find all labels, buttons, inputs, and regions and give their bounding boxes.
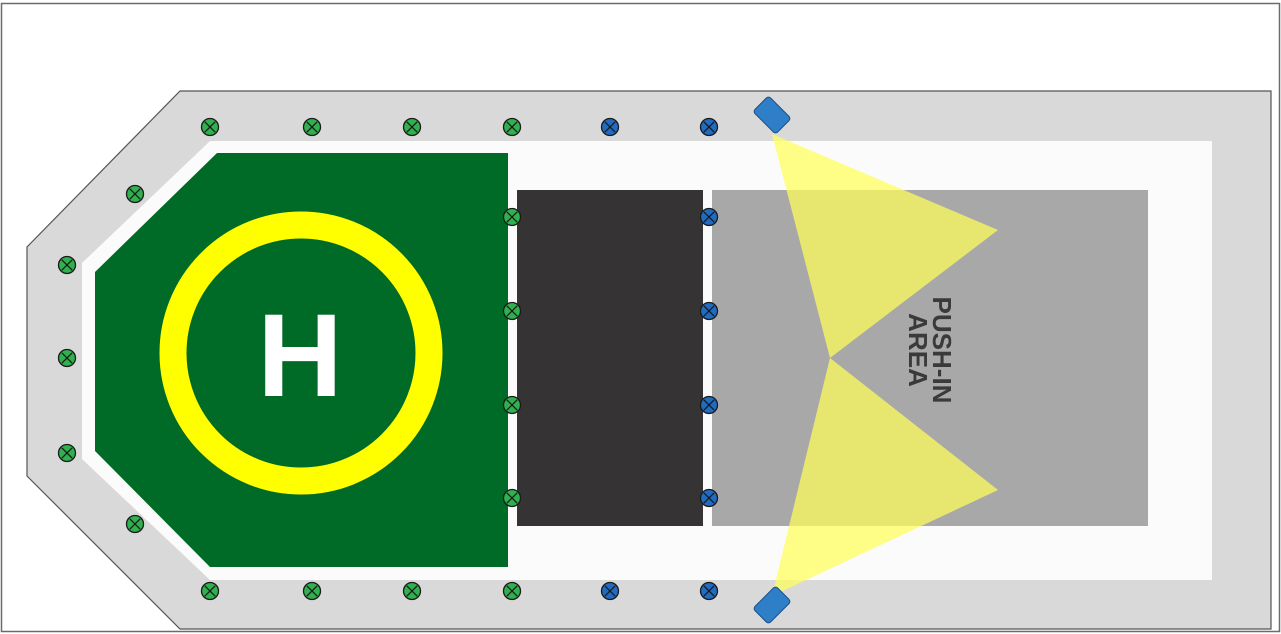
blue-perimeter-light-icon xyxy=(699,581,719,601)
green-perimeter-light-icon xyxy=(502,301,522,321)
blue-perimeter-light-icon xyxy=(699,207,719,227)
helipad-h-marking: H xyxy=(257,290,342,422)
green-perimeter-light-icon xyxy=(302,581,322,601)
green-perimeter-light-icon xyxy=(57,443,77,463)
green-perimeter-light-icon xyxy=(502,488,522,508)
floodlight-beam-bottom xyxy=(772,358,998,596)
green-perimeter-light-icon xyxy=(200,581,220,601)
green-perimeter-light-icon xyxy=(57,348,77,368)
floodlight-icon xyxy=(753,586,791,624)
floodlight-icon xyxy=(753,96,791,134)
green-perimeter-light-icon xyxy=(125,514,145,534)
green-perimeter-light-icon xyxy=(125,184,145,204)
blue-perimeter-light-icon xyxy=(699,117,719,137)
push-in-area-label: PUSH-IN AREA xyxy=(903,297,957,404)
green-perimeter-light-icon xyxy=(502,581,522,601)
green-perimeter-light-icon xyxy=(57,255,77,275)
perimeter-lights-group xyxy=(57,117,719,601)
green-perimeter-light-icon xyxy=(402,117,422,137)
green-perimeter-light-icon xyxy=(402,581,422,601)
green-perimeter-light-icon xyxy=(502,395,522,415)
touchdown-ring xyxy=(159,211,443,495)
blue-perimeter-light-icon xyxy=(600,581,620,601)
green-perimeter-light-icon xyxy=(502,117,522,137)
push-in-label-line2: AREA xyxy=(903,313,933,387)
floodlight-beam-top xyxy=(772,134,998,358)
blue-perimeter-light-icon xyxy=(600,117,620,137)
green-perimeter-light-icon xyxy=(200,117,220,137)
green-perimeter-light-icon xyxy=(302,117,322,137)
blue-perimeter-light-icon xyxy=(699,488,719,508)
elevator-platform xyxy=(517,190,703,526)
blue-perimeter-light-icon xyxy=(699,301,719,321)
green-perimeter-light-icon xyxy=(502,207,522,227)
push-in-label-line1: PUSH-IN xyxy=(927,297,957,404)
blue-perimeter-light-icon xyxy=(699,395,719,415)
